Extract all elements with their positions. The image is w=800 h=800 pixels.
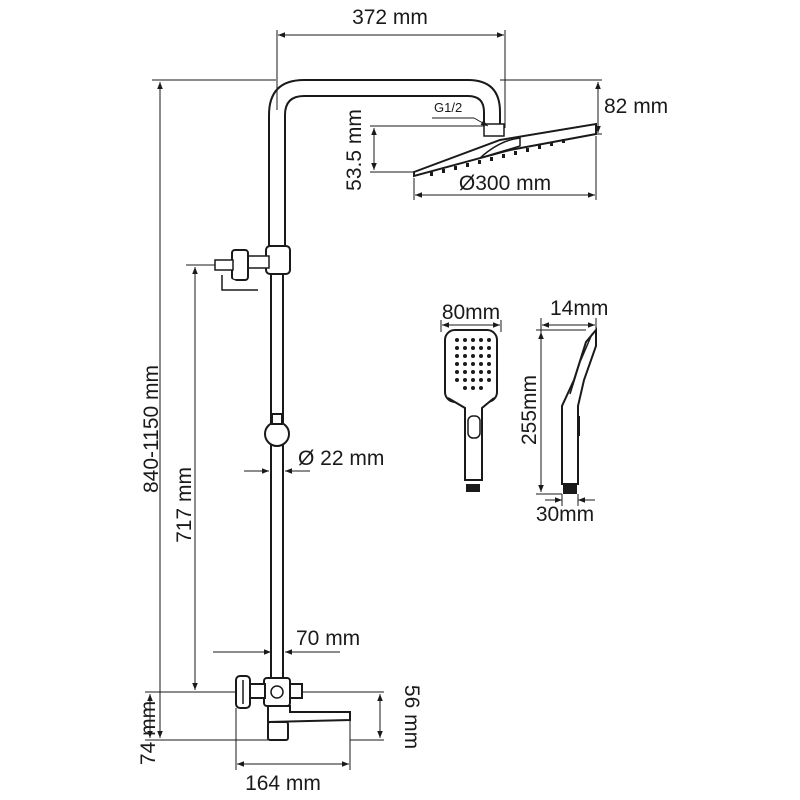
shower-column xyxy=(268,79,505,678)
hand-base-label: 30mm xyxy=(536,503,594,526)
spout-height-label: 56 mm xyxy=(400,685,423,749)
connection-label: G1/2 xyxy=(434,100,462,115)
hand-width-label: 80mm xyxy=(442,301,500,324)
pipe-diameter-label: Ø 22 mm xyxy=(298,447,384,470)
head-offset-label: 53.5 mm xyxy=(343,109,366,191)
top-width-label: 372 mm xyxy=(352,6,428,29)
mixer-height-label: 74 mm xyxy=(137,701,160,765)
holder-height-label: 717 mm xyxy=(173,467,196,543)
hand-shower-side xyxy=(561,327,597,494)
bath-mixer xyxy=(235,675,351,741)
overall-height-label: 840-1150 mm xyxy=(140,365,163,493)
head-height-label: 82 mm xyxy=(604,95,668,118)
diverter-coupling xyxy=(246,245,291,275)
dimension-lines xyxy=(145,30,602,770)
mixer-width-label: 164 mm xyxy=(245,772,321,795)
hand-shower-holder xyxy=(200,249,258,291)
hand-length-label: 255mm xyxy=(518,375,541,445)
hand-depth-label: 14mm xyxy=(550,297,608,320)
hand-shower-front xyxy=(444,329,498,492)
head-diameter-label: Ø300 mm xyxy=(459,172,551,195)
outlet-reach-label: 70 mm xyxy=(296,627,360,650)
sliding-slider xyxy=(264,413,290,447)
